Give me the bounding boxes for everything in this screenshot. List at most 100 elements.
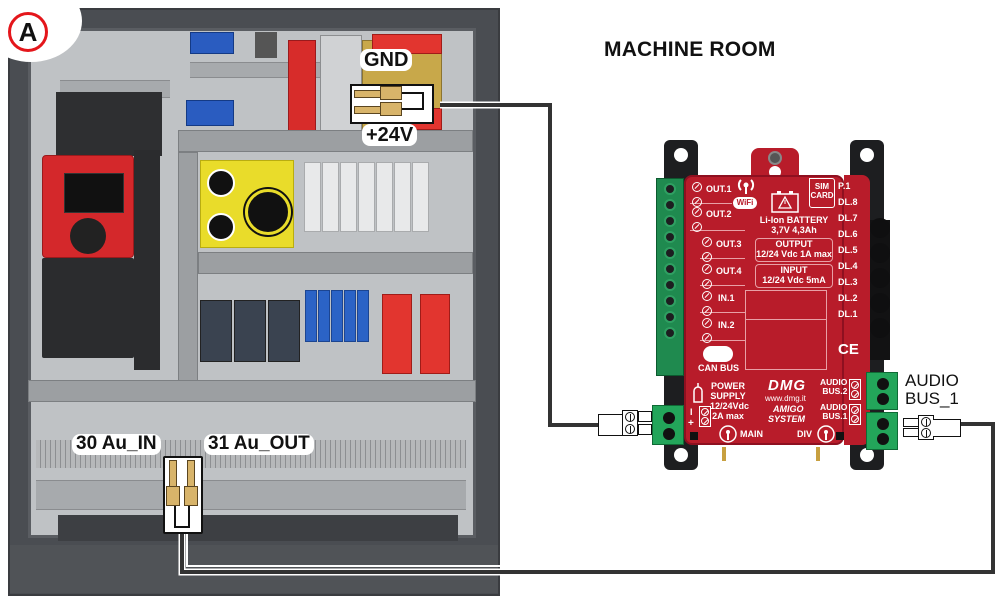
current-line: 2A max [712,410,744,421]
voltage-line: 12/24Vdc [710,400,750,411]
audio-bus-1-terminal [866,412,898,450]
selector-knob [245,189,291,235]
plug-wire [174,506,190,528]
connector-block [255,32,277,58]
led-lens [870,318,890,338]
terminal-screw [664,183,676,195]
divider [700,258,745,259]
card-label: CARD [810,190,834,200]
contactor [200,300,232,362]
contactor [234,300,266,362]
input-title: INPUT [780,265,808,275]
power-terminal [652,405,684,445]
led-indicators [870,218,890,338]
inverter-heatsink [56,92,162,156]
io-terminal-strip [656,178,684,376]
connector-pin [638,424,652,435]
main-antenna-icon [719,425,737,443]
up-button [207,169,235,197]
audio-line: AUDIO [820,402,848,412]
terminal-screw [664,263,676,275]
antenna-icon [737,179,755,194]
red-module [420,294,450,374]
audio-bus-1-device-label: AUDIO BUS.1 [820,402,848,422]
can-bus-label: CAN BUS [698,363,740,373]
terminal-screw [664,247,676,259]
input-rating: 12/24 Vdc 5mA [762,275,826,285]
sma-connector [816,447,820,461]
terminal-screw [664,279,676,291]
terminal-symbol-icon [702,291,712,301]
terminal-symbol-icon [692,182,702,192]
screw-icon [625,424,635,434]
terminal-screw [663,412,675,424]
relay [331,290,343,342]
polarity-plus: + [688,418,694,429]
cable-tray [58,515,458,541]
terminal-screw [664,199,676,211]
audio-bus-2-label: AUDIO BUS.2 [820,377,847,397]
audio-word: AUDIO [905,371,959,390]
audio-bus-1-label: AUDIO BUS_1 [905,372,959,408]
dl1-label: DL.1 [838,309,858,319]
mount-hole [674,448,688,462]
terminal-screw [877,393,889,405]
out1-label: OUT.1 [706,184,732,194]
connector-pin [903,418,919,427]
power-connector [622,410,638,436]
in1-label: IN.1 [718,293,735,303]
plug-body [184,486,198,506]
screw-icon [768,151,782,165]
relay [305,290,317,342]
div-antenna-icon [817,425,835,443]
audio-connector [918,415,934,440]
battery-spec: 3,7V 4,3Ah [771,225,817,235]
screw-icon [625,412,635,422]
terminal-screw [664,327,676,339]
audio-bus-2-terminal [866,372,898,410]
terminal-symbol-icon [692,197,702,207]
screw-icon [921,428,931,439]
dl6-label: DL.6 [838,229,858,239]
sim-card-icon: SIM CARD [809,178,835,208]
polarity-minus: I [690,407,693,417]
p1-label: P.1 [838,181,851,191]
machine-room-title: MACHINE ROOM [604,38,776,61]
terminal-symbol-icon [702,237,712,247]
power-line: POWER [710,381,745,391]
terminal-symbol-icon [702,306,712,316]
screw-icon [921,416,931,427]
blue-terminal-block [186,100,234,126]
connector-wire-loop [933,419,961,437]
terminal-symbol-icon [701,417,709,425]
output-terminal-symbols [692,182,702,207]
dl8-label: DL.8 [838,197,858,207]
terminal-symbol-icon [702,333,712,343]
au-in-label: 30 Au_IN [72,433,161,455]
divider [700,340,745,341]
plug-pin [354,106,382,114]
input-terminal-symbols [702,318,712,343]
audio-bus-2-terminal-symbols [849,379,861,400]
terminal-symbol-icon [702,264,712,274]
plus24v-label: +24V [362,124,418,146]
power-cable [440,101,600,429]
corner-mark [836,432,844,440]
au-out-label: 31 Au_OUT [204,433,314,455]
terminal-symbol-icon [851,381,859,389]
amigo-label: AMIGO [773,404,804,414]
relay [344,290,356,342]
corner-mark [690,432,698,440]
device-body-right [844,175,870,445]
dmg-logo: DMG [768,377,806,394]
plug-pin [354,90,382,98]
led-lens [870,243,890,263]
output-spec-box: OUTPUT 12/24 Vdc 1A max [755,238,833,262]
divider [690,203,732,204]
led-lens [870,293,890,313]
red-module [382,294,412,374]
terminal-screw [664,231,676,243]
sim-label: SIM [814,182,830,191]
can-bus-icon [703,346,733,362]
